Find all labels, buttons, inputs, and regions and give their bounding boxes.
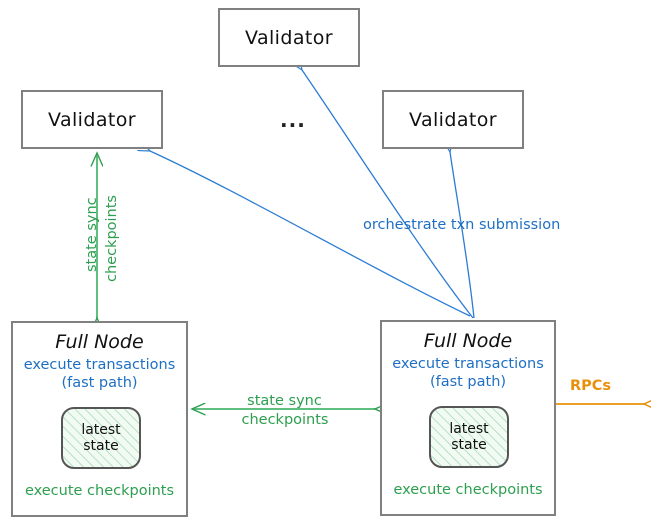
validator-top-label: Validator bbox=[245, 26, 333, 49]
validator-left-box[interactable]: Validator bbox=[21, 90, 163, 149]
full-node-left-latest-state[interactable]: latest state bbox=[61, 407, 141, 469]
full-node-left-blue-line2: (fast path) bbox=[61, 374, 138, 391]
label-orchestrate-txn-submission: orchestrate txn submission bbox=[363, 217, 561, 233]
full-node-right-latest-state[interactable]: latest state bbox=[429, 406, 509, 468]
validators-ellipsis: ... bbox=[280, 108, 306, 132]
validator-right-box[interactable]: Validator bbox=[382, 90, 524, 149]
latest-state-line1: latest bbox=[449, 420, 489, 437]
full-node-left-box[interactable]: Full Node execute transactions (fast pat… bbox=[11, 321, 188, 517]
label-rpcs: RPCs bbox=[570, 378, 612, 394]
full-node-right-blue-line1: execute transactions bbox=[392, 356, 544, 372]
validator-right-label: Validator bbox=[409, 108, 497, 131]
latest-state-line2: state bbox=[83, 438, 119, 454]
full-node-right-box[interactable]: Full Node execute transactions (fast pat… bbox=[380, 320, 556, 516]
arrow-orchestrate-left-validator bbox=[150, 151, 471, 317]
label-state-sync-horizontal: state sync bbox=[247, 393, 322, 409]
full-node-right-blue-line2: (fast path) bbox=[429, 373, 507, 390]
full-node-left-blue-line1: execute transactions bbox=[23, 357, 176, 373]
latest-state-line2: state bbox=[451, 437, 487, 453]
label-checkpoints-horizontal: checkpoints bbox=[241, 412, 329, 428]
latest-state-line1: latest bbox=[81, 421, 121, 438]
full-node-left-green-footer: execute checkpoints bbox=[24, 483, 175, 499]
arrow-orchestrate-right-validator bbox=[450, 152, 475, 319]
validator-top-box[interactable]: Validator bbox=[218, 8, 360, 67]
validator-left-label: Validator bbox=[48, 108, 136, 131]
label-state-sync-vertical: state sync bbox=[84, 197, 100, 272]
label-checkpoints-vertical: checkpoints bbox=[104, 195, 120, 282]
full-node-right-title: Full Node bbox=[423, 330, 513, 352]
full-node-right-green-footer: execute checkpoints bbox=[393, 482, 543, 498]
full-node-left-title: Full Node bbox=[55, 331, 144, 353]
